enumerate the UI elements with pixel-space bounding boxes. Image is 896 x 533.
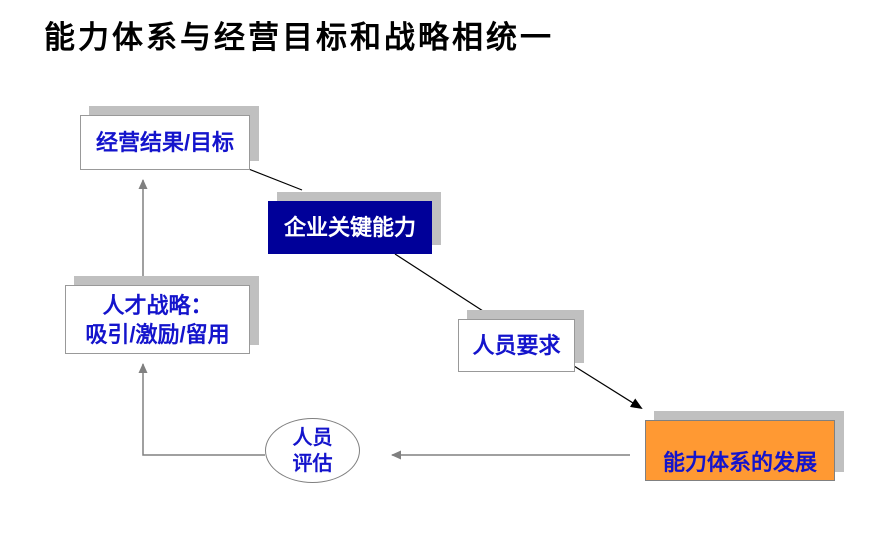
node-business-results-label: 经营结果/目标 bbox=[95, 130, 235, 155]
node-capability-development-label: 能力体系的发展 bbox=[662, 450, 817, 475]
node-people-requirements-label: 人员要求 bbox=[472, 333, 561, 358]
node-key-capability: 企业关键能力 bbox=[268, 201, 432, 254]
node-key-capability-label: 企业关键能力 bbox=[283, 215, 416, 240]
node-talent-strategy-line1: 人才战略： bbox=[102, 292, 213, 318]
line-results-to-capability bbox=[245, 167, 303, 191]
node-business-results: 经营结果/目标 bbox=[80, 115, 250, 170]
node-people-assessment-line1: 人员 bbox=[292, 426, 333, 449]
arrow-requirements-to-development bbox=[573, 365, 643, 410]
node-capability-development: 能力体系的发展 bbox=[645, 420, 835, 481]
node-people-assessment: 人员 评估 bbox=[265, 418, 360, 483]
line-capability-to-requirements bbox=[394, 253, 484, 312]
arrow-assessment-to-talent bbox=[138, 363, 265, 456]
node-talent-strategy: 人才战略： 吸引/激励/留用 bbox=[65, 285, 250, 354]
node-people-requirements: 人员要求 bbox=[458, 319, 575, 372]
node-people-assessment-line2: 评估 bbox=[292, 452, 333, 475]
node-talent-strategy-line2: 吸引/激励/留用 bbox=[85, 321, 230, 347]
slide-title: 能力体系与经营目标和战略相统一 bbox=[44, 20, 554, 55]
